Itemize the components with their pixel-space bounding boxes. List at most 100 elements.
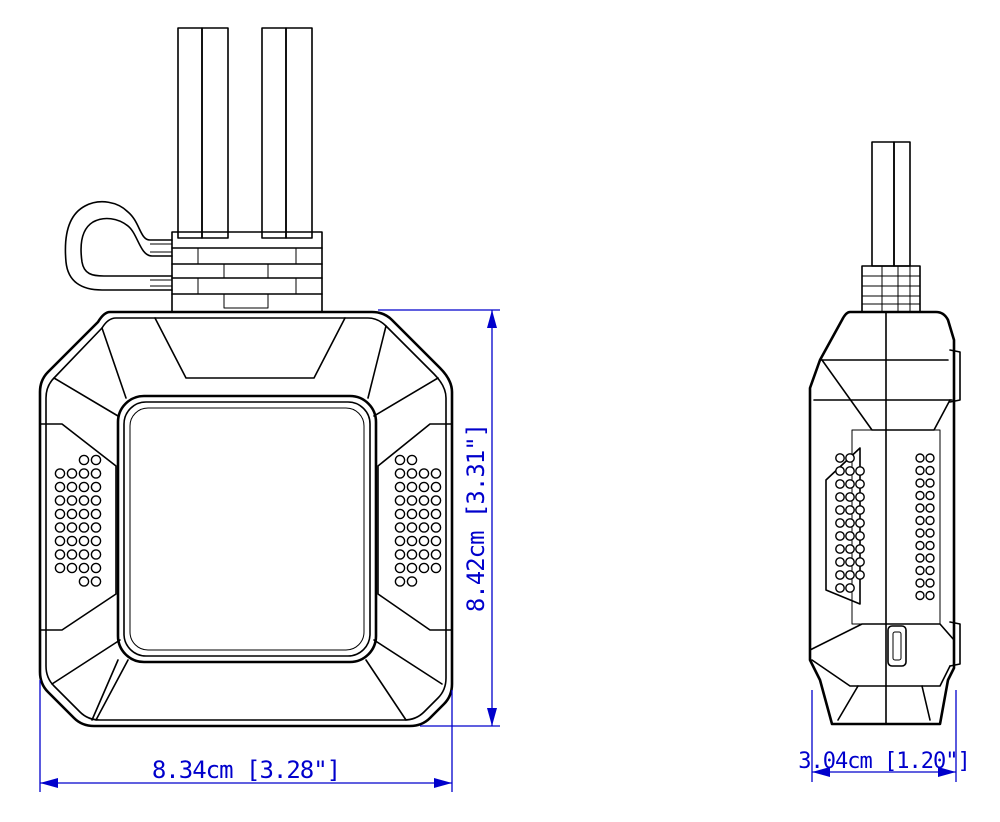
vent-hole xyxy=(66,535,78,547)
vent-hole xyxy=(394,454,406,466)
front-vent-right xyxy=(394,454,442,587)
side-vent-right xyxy=(915,453,935,601)
vent-hole xyxy=(430,495,442,506)
vent-hole xyxy=(418,508,430,520)
side-strain-relief xyxy=(861,265,921,313)
vent-hole xyxy=(835,583,845,593)
vent-hole xyxy=(835,544,845,554)
vent-hole xyxy=(835,531,845,541)
vent-hole xyxy=(430,522,442,533)
vent-hole xyxy=(66,468,78,479)
vent-hole xyxy=(925,490,935,501)
vent-hole xyxy=(54,562,66,574)
vent-hole xyxy=(418,495,430,506)
front-view xyxy=(38,27,454,728)
vent-hole xyxy=(915,590,925,601)
front-cables xyxy=(177,27,313,239)
vent-hole xyxy=(845,531,855,541)
vent-hole xyxy=(406,454,418,466)
vent-hole xyxy=(915,528,925,538)
vent-hole xyxy=(418,468,430,479)
front-loop-cable xyxy=(64,200,173,291)
vent-hole xyxy=(406,495,418,506)
vent-hole xyxy=(54,522,66,533)
vent-hole xyxy=(925,465,935,476)
vent-hole xyxy=(845,544,855,554)
vent-hole xyxy=(925,515,935,526)
side-body xyxy=(808,310,961,726)
vent-hole xyxy=(915,515,925,526)
vent-hole xyxy=(406,508,418,520)
vent-hole xyxy=(845,570,855,580)
vent-hole xyxy=(925,590,935,601)
side-view xyxy=(808,141,961,726)
side-cable xyxy=(871,141,911,267)
vent-hole xyxy=(845,505,855,515)
vent-hole xyxy=(915,565,925,576)
vent-hole xyxy=(835,505,845,515)
vent-hole xyxy=(915,453,925,463)
vent-hole xyxy=(394,495,406,506)
vent-hole xyxy=(394,468,406,479)
side-depth-label: 3.04cm [1.20"] xyxy=(798,749,969,774)
vent-hole xyxy=(394,508,406,520)
vent-hole xyxy=(855,492,865,502)
vent-hole xyxy=(78,522,90,533)
vent-hole xyxy=(430,562,442,574)
vent-hole xyxy=(835,570,845,580)
front-height-dimension: 8.42cm [3.31"] xyxy=(378,309,500,727)
vent-hole xyxy=(418,562,430,574)
vent-hole xyxy=(915,490,925,501)
vent-hole xyxy=(406,535,418,547)
vent-hole xyxy=(90,576,102,587)
vent-hole xyxy=(394,549,406,560)
vent-hole xyxy=(90,549,102,560)
vent-hole xyxy=(855,570,865,580)
vent-hole xyxy=(406,576,418,587)
vent-hole xyxy=(78,535,90,547)
vent-hole xyxy=(915,503,925,513)
vent-hole xyxy=(66,522,78,533)
vent-hole xyxy=(835,453,845,463)
vent-hole xyxy=(406,468,418,479)
vent-hole xyxy=(845,492,855,502)
vent-hole xyxy=(855,518,865,528)
vent-hole xyxy=(54,549,66,560)
vent-hole xyxy=(406,522,418,533)
vent-hole xyxy=(430,535,442,547)
vent-hole xyxy=(430,549,442,560)
vent-hole xyxy=(915,478,925,488)
vent-hole xyxy=(925,453,935,463)
vent-hole xyxy=(418,549,430,560)
side-depth-dimension: 3.04cm [1.20"] xyxy=(798,690,971,782)
vent-hole xyxy=(855,505,865,515)
vent-hole xyxy=(915,465,925,476)
vent-hole xyxy=(418,481,430,493)
vent-hole xyxy=(90,481,102,493)
front-body xyxy=(38,310,454,728)
vent-hole xyxy=(430,508,442,520)
vent-hole xyxy=(925,503,935,513)
vent-hole xyxy=(845,479,855,489)
vent-hole xyxy=(925,528,935,538)
vent-hole xyxy=(925,578,935,588)
vent-hole xyxy=(90,508,102,520)
vent-hole xyxy=(394,481,406,493)
vent-hole xyxy=(394,522,406,533)
vent-hole xyxy=(54,535,66,547)
vent-hole xyxy=(845,466,855,476)
vent-hole xyxy=(54,468,66,479)
vent-hole xyxy=(406,549,418,560)
vent-hole xyxy=(925,540,935,551)
vent-hole xyxy=(66,549,78,560)
vent-hole xyxy=(66,481,78,493)
vent-hole xyxy=(78,495,90,506)
front-height-label: 8.42cm [3.31"] xyxy=(462,424,490,612)
vent-hole xyxy=(66,495,78,506)
vent-hole xyxy=(90,468,102,479)
vent-hole xyxy=(418,535,430,547)
vent-hole xyxy=(78,468,90,479)
vent-hole xyxy=(394,576,406,587)
vent-hole xyxy=(90,495,102,506)
